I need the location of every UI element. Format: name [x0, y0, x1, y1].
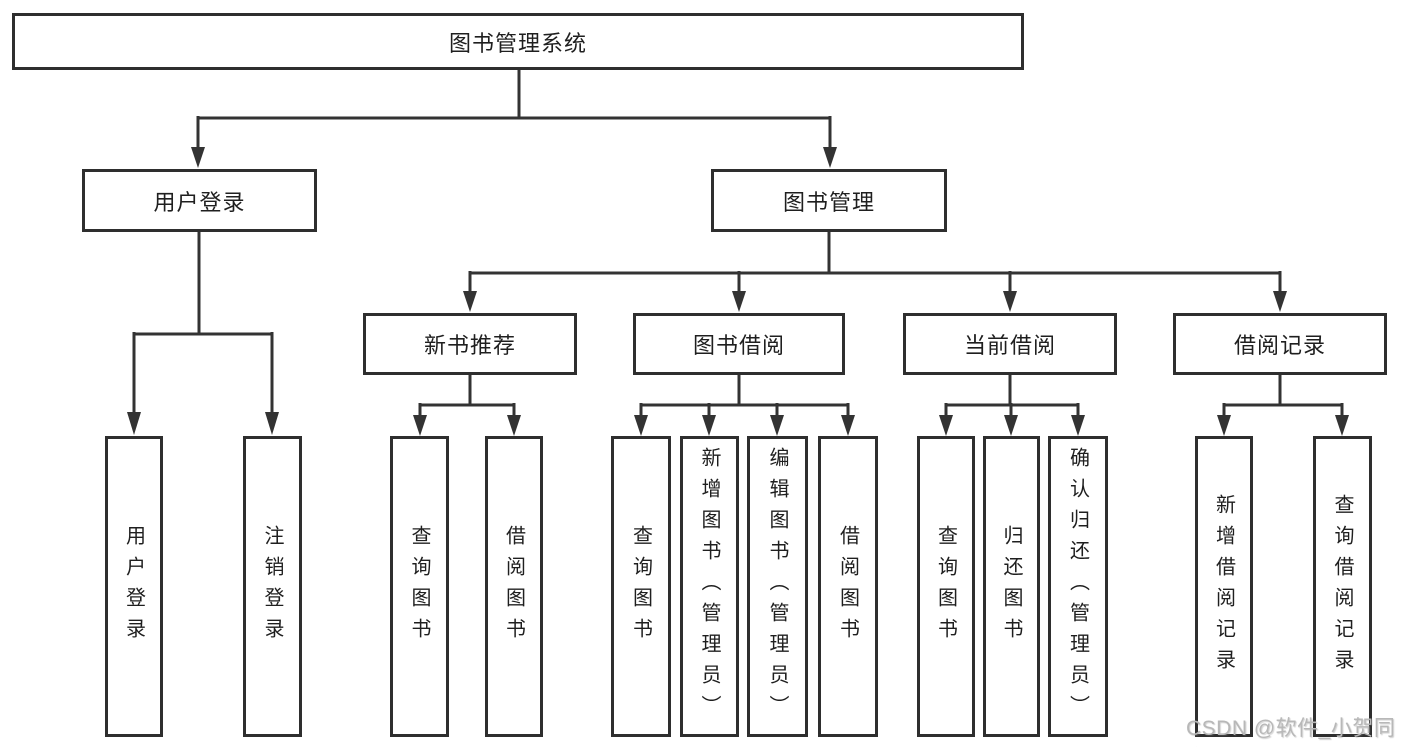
node-query-books-recommend: 查询图书	[390, 436, 449, 737]
node-new-book-recommendation: 新书推荐	[363, 313, 577, 375]
node-logout: 注销登录	[243, 436, 302, 737]
branch-book-management	[463, 232, 1287, 312]
branch-root	[191, 70, 837, 168]
node-user-login: 用户登录	[82, 169, 317, 232]
node-query-books-borrowing: 查询图书	[611, 436, 671, 737]
node-borrow-books-borrowing: 借阅图书	[818, 436, 878, 737]
node-query-borrow-record: 查询借阅记录	[1313, 436, 1372, 737]
node-current-borrowing: 当前借阅	[903, 313, 1117, 375]
branch-user-login	[127, 232, 279, 435]
branch-current-borrowing	[939, 375, 1085, 436]
node-library-management-system: 图书管理系统	[12, 13, 1024, 70]
node-user-login-leaf: 用户登录	[105, 436, 163, 737]
node-query-books-current: 查询图书	[917, 436, 975, 737]
node-confirm-return-admin: 确认归还（管理员）	[1048, 436, 1108, 737]
branch-borrowing-records	[1217, 375, 1349, 436]
node-borrow-books-recommend: 借阅图书	[485, 436, 543, 737]
node-return-books: 归还图书	[983, 436, 1040, 737]
csdn-watermark: CSDN @软件_小贺同学	[1186, 717, 1396, 740]
node-add-borrow-record: 新增借阅记录	[1195, 436, 1253, 737]
node-add-book-admin: 新增图书（管理员）	[680, 436, 739, 737]
node-borrowing-records: 借阅记录	[1173, 313, 1387, 375]
branch-book-borrowing	[634, 375, 855, 436]
node-book-management: 图书管理	[711, 169, 947, 232]
node-edit-book-admin: 编辑图书（管理员）	[747, 436, 808, 737]
branch-new-book-recommendation	[413, 375, 521, 436]
node-book-borrowing: 图书借阅	[633, 313, 845, 375]
